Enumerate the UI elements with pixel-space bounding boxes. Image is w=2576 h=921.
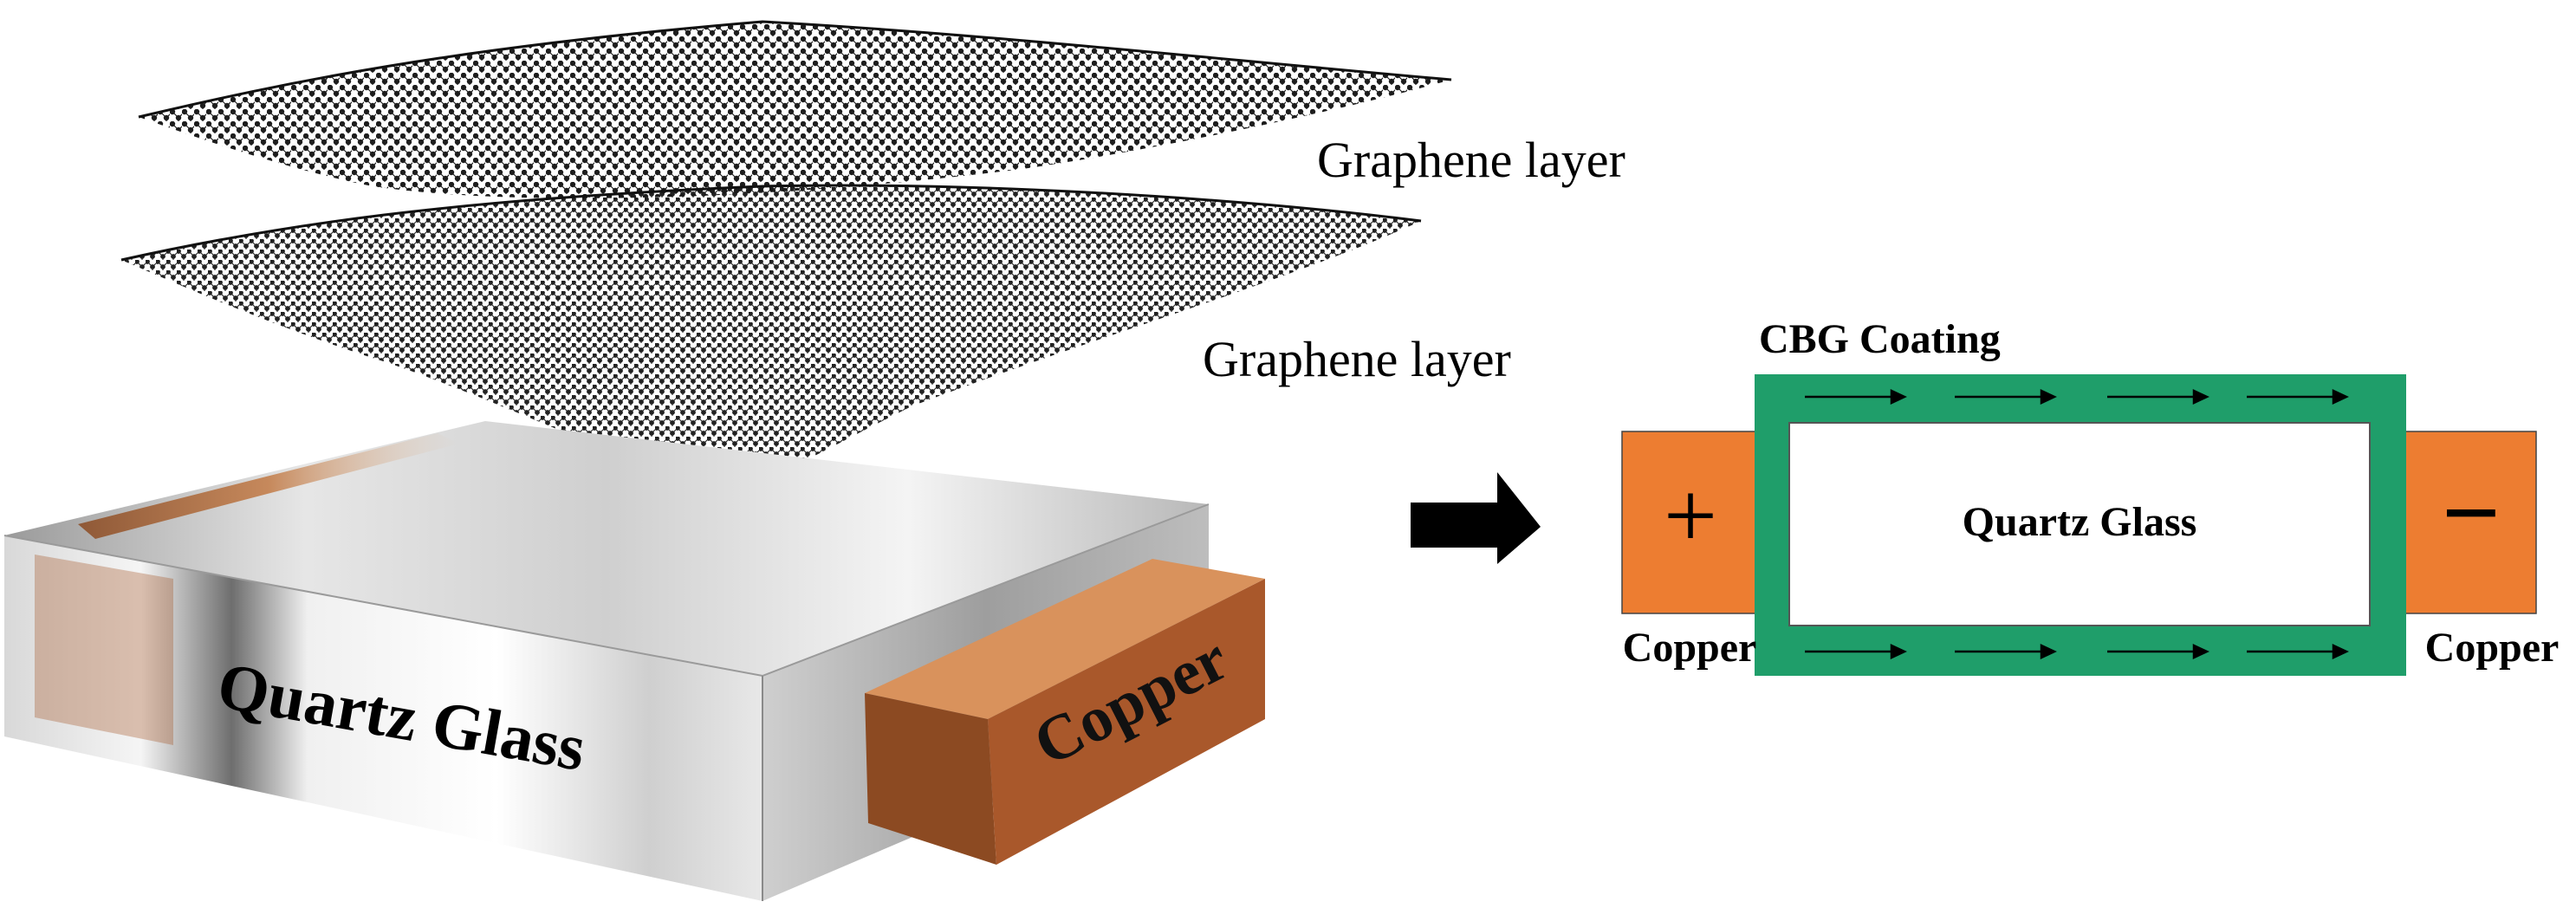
label-quartz-glass-schematic: Quartz Glass — [1963, 499, 2197, 545]
graphene-sheet-top — [138, 20, 1452, 198]
left-copper-electrode — [1621, 431, 1760, 614]
negative-terminal-sign: − — [2442, 455, 2501, 570]
right-schematic: + − CBG Coating Quartz Glass Copper Copp… — [1621, 316, 2560, 676]
graphene-sheet-bottom — [120, 184, 1422, 499]
label-graphene-layer-top: Graphene layer — [1317, 132, 1625, 188]
label-cbg-coating: CBG Coating — [1759, 316, 2001, 362]
label-copper-right: Copper — [2425, 625, 2560, 671]
quartz-glass-box — [1788, 422, 2371, 626]
left-illustration: Graphene layer Graphene layer Quartz Gla… — [3, 20, 1625, 901]
right-copper-electrode — [2404, 431, 2537, 614]
current-arrows-bottom — [1805, 644, 2349, 659]
transition-arrow — [1411, 472, 1541, 564]
copper-block — [865, 559, 1265, 865]
current-arrows-top — [1805, 389, 2349, 405]
label-copper-left: Copper — [1623, 625, 1757, 671]
label-graphene-layer-bottom: Graphene layer — [1203, 331, 1511, 387]
positive-terminal-sign: + — [1664, 463, 1717, 568]
